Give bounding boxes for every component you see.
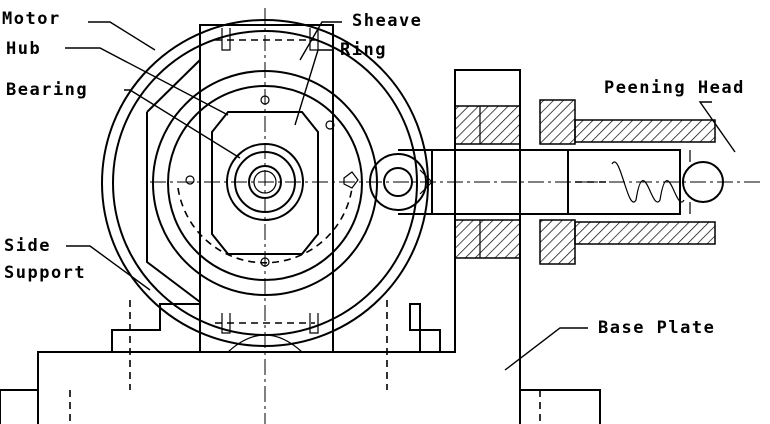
ring-label: Ring — [340, 40, 387, 60]
motor-leader — [88, 21, 156, 51]
bearing-leader — [124, 89, 241, 159]
sheave-leader — [299, 21, 342, 61]
base-plate-leader — [504, 327, 588, 371]
ring-leader — [294, 49, 332, 126]
side-support-label-line2: Support — [4, 263, 86, 283]
side-support-label-line1: Side — [4, 236, 51, 256]
connecting-link — [369, 149, 433, 215]
base-plate-label: Base Plate — [598, 318, 715, 338]
side-support-leader — [66, 245, 151, 291]
leader-lines — [65, 21, 736, 371]
sheave-label: Sheave — [352, 11, 422, 31]
peening-head-label: Peening Head — [604, 78, 745, 98]
center-lines — [150, 8, 762, 424]
motor-label: Motor — [2, 9, 61, 29]
peening-head — [539, 99, 724, 265]
hub-leader — [65, 47, 229, 116]
hub — [177, 95, 359, 267]
bearing-label: Bearing — [6, 80, 88, 100]
peening-head-leader — [698, 101, 736, 153]
hub-label: Hub — [6, 39, 41, 59]
base-structure — [0, 24, 601, 424]
guide-block — [432, 105, 540, 259]
